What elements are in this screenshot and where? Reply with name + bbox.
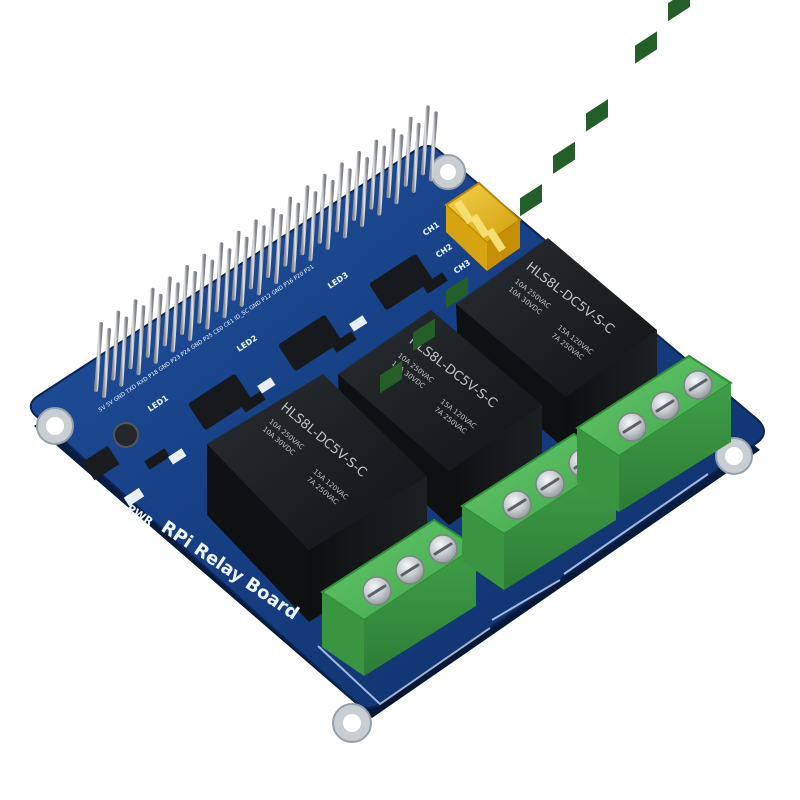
screw-slot [655,399,675,413]
diode-2 [240,391,266,413]
header-pin [214,242,224,313]
terminal-wire-opening [586,99,608,132]
terminal-blocks [320,0,733,676]
terminal-wire-opening [446,276,468,309]
header-pin [334,162,344,233]
header-pin [420,105,430,176]
screw-slot [367,584,387,598]
header-pin [222,248,232,319]
header-pin [274,214,283,284]
header-pin [394,134,404,205]
header-pin [188,271,197,341]
header-pin [291,202,301,273]
led-pwr [123,487,145,507]
header-pin [266,208,275,278]
silkscreen-outlines [317,473,709,706]
inductor [113,422,139,448]
screw-slot [507,498,527,512]
header-pin [386,128,396,199]
header-pin [145,287,155,358]
led-2 [257,377,276,394]
terminal-wire-opening [520,184,542,217]
header-pin [300,185,310,256]
header-pin [377,145,387,216]
header-pin [153,293,163,364]
header-pin [119,316,129,387]
screw-slot [688,378,708,392]
header-pin [128,299,138,370]
header-pin [111,310,121,381]
gpio-header-pins [94,105,438,398]
header-pin [180,265,189,335]
terminal-wire-opening [553,141,575,174]
header-pin [205,259,215,330]
optocoupler-3 [369,254,433,310]
header-pin [369,139,379,210]
header-pin [197,253,207,324]
terminal-wire-opening [413,318,435,351]
transistor [82,445,120,481]
header-pin [170,282,180,353]
header-pin [308,191,318,262]
terminal-block-1 [320,276,478,676]
screw-slot [400,563,420,577]
screw-slot [540,477,560,491]
header-pin [342,168,352,239]
optocoupler-1 [188,374,252,430]
led-3 [349,315,368,332]
header-pin [162,276,172,347]
diode-1 [144,448,170,470]
led-1 [168,448,187,465]
header-pin [231,230,241,301]
screw-slot [433,542,453,556]
header-pin [428,111,438,182]
header-pin [360,157,369,227]
header-pin [352,151,361,221]
jumper-block [444,181,522,271]
terminal-block-3 [575,0,733,512]
surface-components [82,254,448,507]
header-pin [248,219,258,290]
header-pin [102,328,111,398]
header-pin [325,179,335,250]
relay-group: HLS8L-DC5V-S-C 10A 250VAC 10A 30VDC 15A … [207,238,657,622]
screw-slot [622,420,642,434]
mounting-holes [36,154,753,743]
header-pin [239,236,249,307]
header-pin [317,173,327,244]
diode-4 [422,272,448,294]
header-pin [256,225,266,296]
terminal-wire-opening [380,360,402,394]
terminal-wire-opening [635,31,657,64]
diode-3 [331,331,357,353]
header-pin [411,122,421,193]
terminal-wire-opening [668,0,690,22]
header-pin [136,305,146,376]
header-pin [94,322,103,392]
header-pin [283,196,293,267]
header-pin [403,116,413,187]
optocoupler-2 [278,315,342,371]
